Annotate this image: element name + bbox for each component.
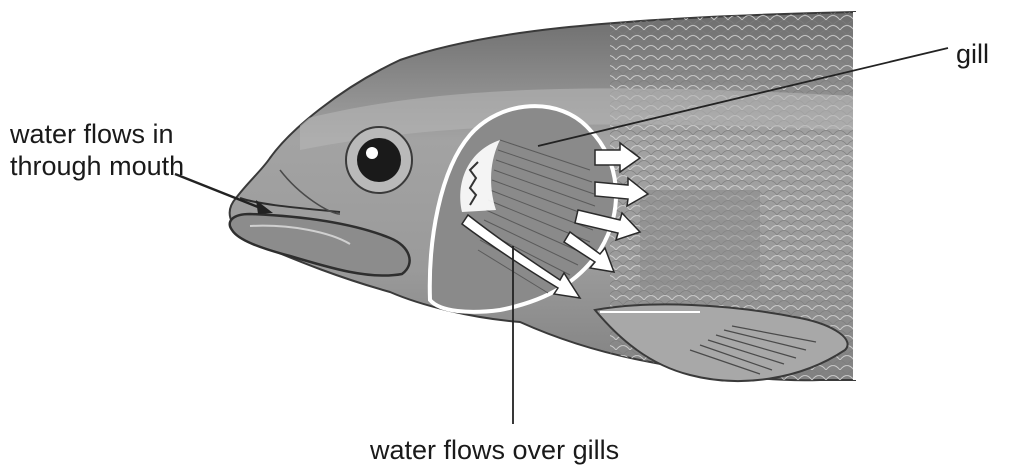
eye: [346, 127, 412, 193]
label-water-over-gills: water flows over gills: [370, 434, 619, 466]
label-gill: gill: [956, 38, 989, 70]
label-water-in-mouth: water flows in through mouth: [10, 118, 185, 182]
